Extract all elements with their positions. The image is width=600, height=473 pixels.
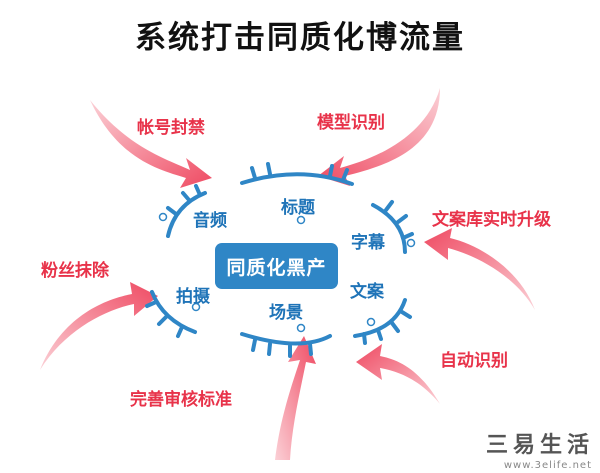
- watermark-logo: 三易生活: [485, 433, 594, 458]
- label-account-ban: 帐号封禁: [137, 118, 205, 138]
- arrow-review-standard-icon: [275, 336, 316, 460]
- label-audio: 音频: [193, 211, 227, 231]
- label-auto-recognition: 自动识别: [440, 351, 508, 371]
- center-node: 同质化黑产: [215, 243, 338, 289]
- label-shooting: 拍摄: [176, 287, 210, 307]
- label-dots: [158, 212, 416, 333]
- label-model-recognition: 模型识别: [317, 113, 385, 133]
- label-review-standard: 完善审核标准: [130, 390, 232, 410]
- page-title: 系统打击同质化博流量: [135, 20, 465, 56]
- arrow-account-ban-icon: [90, 100, 212, 188]
- segment-ring: [145, 162, 414, 358]
- arrow-model-recognition-icon: [318, 88, 440, 186]
- label-scene: 场景: [269, 303, 303, 323]
- arrow-auto-recognition-icon: [356, 344, 440, 404]
- label-title-field: 标题: [281, 198, 315, 218]
- label-subtitles: 字幕: [351, 233, 385, 253]
- arrow-library-upgrade-icon: [424, 228, 535, 310]
- label-library-upgrade: 文案库实时升级: [432, 210, 551, 230]
- watermark-url: www.3elife.net: [503, 460, 592, 471]
- center-node-label: 同质化黑产: [226, 256, 327, 279]
- label-fans-removal: 粉丝抹除: [41, 261, 109, 281]
- arrow-fans-removal-icon: [40, 282, 158, 370]
- label-copywriting: 文案: [350, 282, 384, 302]
